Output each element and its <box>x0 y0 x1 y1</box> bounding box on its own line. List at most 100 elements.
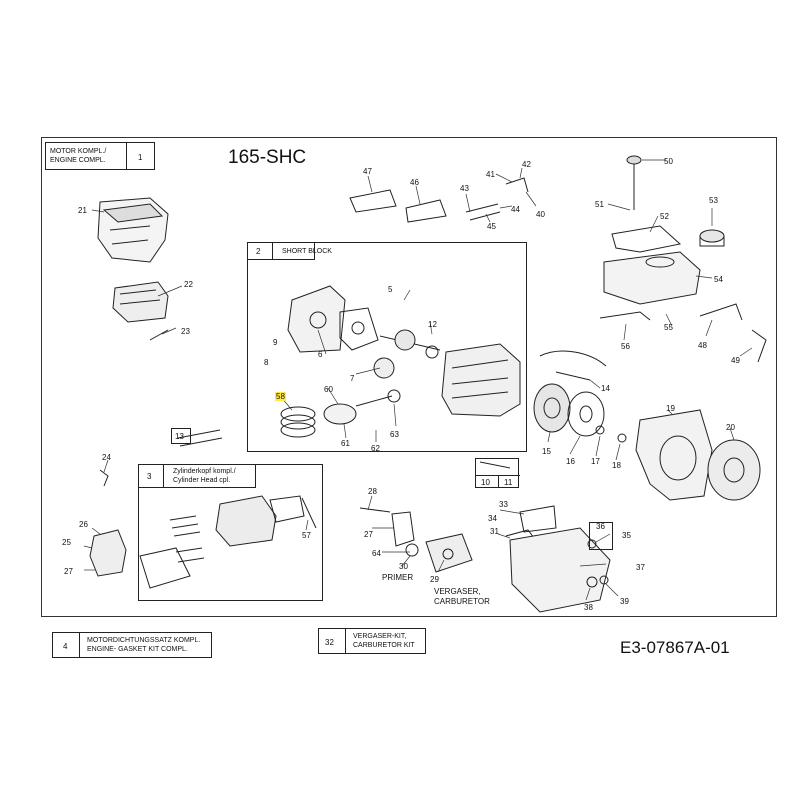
cylinder-head <box>215 495 277 547</box>
part-number-55: 55 <box>664 323 673 332</box>
part-number-15: 15 <box>542 447 551 456</box>
part-number-7: 7 <box>350 374 355 383</box>
part-number-36: 36 <box>596 522 605 531</box>
part-number-6: 6 <box>318 350 323 359</box>
box-11-number: 11 <box>504 478 513 487</box>
box-4-number: 4 <box>63 642 68 651</box>
part-number-61: 61 <box>341 439 350 448</box>
part-number-26: 26 <box>79 520 88 529</box>
part-number-56: 56 <box>621 342 630 351</box>
part-number-42: 42 <box>522 160 531 169</box>
fan-16 <box>567 391 605 437</box>
part-number-29: 29 <box>430 575 439 584</box>
cover-gasket-7 <box>339 307 379 351</box>
air-filter-23 <box>112 281 169 323</box>
part-number-38: 38 <box>584 603 593 612</box>
box-short-block: 2 SHORT BLOCK <box>247 242 527 452</box>
model-title: 165-SHC <box>228 147 307 168</box>
document-id: E3-07867A-01 <box>620 638 730 657</box>
part-number-9: 9 <box>273 338 278 347</box>
fuel-tank-54 <box>603 251 701 305</box>
box-2-number: 2 <box>256 247 261 256</box>
box-1-line2: ENGINE COMPL. <box>50 157 106 164</box>
primer-31 <box>405 543 419 557</box>
box-3-number: 3 <box>147 472 152 481</box>
part-number-8: 8 <box>264 358 269 367</box>
tool-10-11 <box>479 461 511 469</box>
bracket-49 <box>699 303 743 321</box>
part-number-28: 28 <box>368 487 377 496</box>
part-number-24: 24 <box>102 453 111 462</box>
washer-18 <box>617 433 627 443</box>
part-number-57: 57 <box>302 531 311 540</box>
box-4-line2: ENGINE- GASKET KIT COMPL. <box>87 646 188 653</box>
carburetor-text-1: VERGASER, <box>434 587 481 596</box>
box-32-number: 32 <box>325 638 334 647</box>
part-number-53: 53 <box>709 196 718 205</box>
part-number-44: 44 <box>511 205 520 214</box>
box-37 <box>589 522 613 550</box>
part-number-62: 62 <box>371 444 380 453</box>
spark-plug-25 <box>99 469 109 487</box>
part-number-17: 17 <box>591 457 600 466</box>
part-number-33: 33 <box>499 500 508 509</box>
fuel-cap-55 <box>699 229 725 247</box>
part-number-40: 40 <box>536 210 545 219</box>
box-carburetor-kit: 32 VERGASER-KIT, CARBURETOR KIT <box>318 628 426 654</box>
head-gasket <box>269 495 305 523</box>
part-number-39: 39 <box>620 597 629 606</box>
box-32-line1: VERGASER-KIT, <box>353 633 407 640</box>
part-number-54: 54 <box>714 275 723 284</box>
carburetor-30 <box>425 533 473 573</box>
part-number-47: 47 <box>363 167 372 176</box>
part-number-51: 51 <box>595 200 604 209</box>
part-number-30: 30 <box>399 562 408 571</box>
parts-diagram-sheet: MOTOR KOMPL./ ENGINE COMPL. 1 165-SHC 2 … <box>41 137 777 617</box>
flywheel-15 <box>533 383 571 433</box>
fan-housing-19 <box>635 409 713 501</box>
box-10-number: 10 <box>481 478 490 487</box>
lever-47 <box>405 199 447 223</box>
box-10-11: 10 11 <box>475 458 520 488</box>
part-number-63: 63 <box>390 430 399 439</box>
part-number-49: 49 <box>731 356 740 365</box>
spring-45 <box>465 203 501 221</box>
valve-springs <box>169 515 205 563</box>
piston-rings-60 <box>280 406 316 438</box>
box-32-line2: CARBURETOR KIT <box>353 642 415 649</box>
box-13-number: 13 <box>175 432 184 441</box>
piston-61 <box>323 403 357 425</box>
box-2-label: SHORT BLOCK <box>282 248 332 255</box>
part-number-23: 23 <box>181 327 190 336</box>
bolt-37 <box>587 539 597 549</box>
rods-13 <box>177 429 223 447</box>
part-number-52: 52 <box>660 212 669 221</box>
insulator-28 <box>391 511 415 547</box>
part-number-19: 19 <box>666 404 675 413</box>
screw-39 <box>586 576 598 588</box>
stud-29 <box>359 507 391 513</box>
head-cover-gasket <box>139 547 191 589</box>
part-number-12: 12 <box>428 320 437 329</box>
part-number-22: 22 <box>184 280 193 289</box>
part-number-21: 21 <box>78 206 87 215</box>
part-number-46: 46 <box>410 178 419 187</box>
part-number-43: 43 <box>460 184 469 193</box>
bolt-58 <box>301 497 317 529</box>
part-number-34: 34 <box>488 514 497 523</box>
intake-cover-38 <box>509 527 611 613</box>
nut-17 <box>595 425 605 435</box>
part-number-35: 35 <box>622 531 631 540</box>
part-number-25: 25 <box>62 538 71 547</box>
box-3-line2: Cylinder Head cpl. <box>173 477 231 484</box>
part-number-41: 41 <box>486 170 495 179</box>
part-number-18: 18 <box>612 461 621 470</box>
part-number-58: 58 <box>275 392 286 401</box>
governor-35 <box>519 505 557 533</box>
part-number-16: 16 <box>566 457 575 466</box>
part-number-64: 64 <box>372 549 381 558</box>
lever-48 <box>349 189 397 213</box>
crankcase-6 <box>287 285 346 353</box>
box-cylinder-head: 3 Zylinderkopf kompl./ Cylinder Head cpl… <box>138 464 323 601</box>
part-number-5: 5 <box>388 285 393 294</box>
